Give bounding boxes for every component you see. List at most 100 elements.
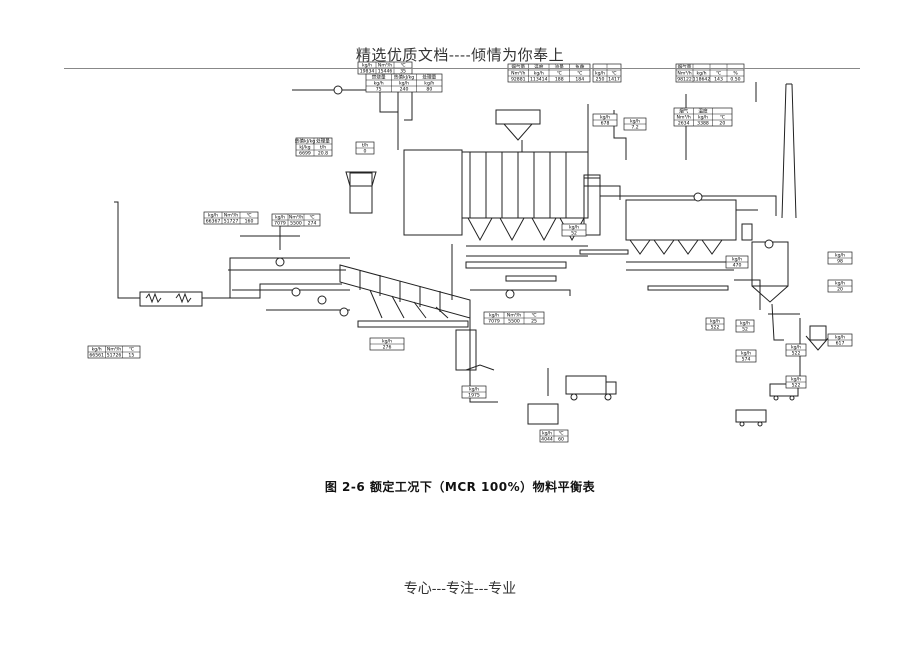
header-rule [64, 68, 860, 69]
table-header: kg/h [569, 225, 579, 231]
table-header: kg/h [469, 387, 479, 393]
table-unit: ℃ [720, 115, 725, 121]
table-value: 15446 [378, 69, 393, 75]
page-header: 精选优质文档----倾情为你奉上 [355, 46, 565, 64]
truck-symbols [527, 375, 799, 427]
table-value: 2634 [678, 121, 690, 127]
data-table-t_feed: t/h0 [355, 141, 375, 155]
table-value: 0.50 [730, 77, 740, 83]
table-header: 烟气量 [511, 64, 525, 71]
table-value: 678 [601, 121, 610, 127]
table-header: kg/h [600, 115, 610, 121]
table-value: 66367 [206, 219, 221, 225]
table-value: 470 [733, 263, 742, 269]
table-value: 522 [711, 325, 720, 331]
table-header: 热值kJ/kg [295, 138, 315, 145]
table-value: 52 [742, 327, 748, 333]
table-value: 92881 [511, 77, 526, 83]
table-header: 烟气量 [678, 64, 692, 71]
data-table-t_boil: kg/h52 [561, 223, 587, 237]
table-value: 113414 [530, 77, 548, 83]
table-unit: kg/h [424, 81, 434, 87]
table-header: Nm³/h [224, 213, 238, 219]
table-header: Nm³/h [507, 313, 521, 319]
table-value: 188 [555, 77, 564, 83]
table-unit: kg/h [399, 81, 409, 87]
table-header: Nm³/h [289, 215, 303, 221]
table-value: 20 [719, 121, 725, 127]
table-header: 处理量 [422, 74, 436, 81]
table-value: 274 [308, 221, 317, 227]
table-header: kg/h [791, 377, 801, 383]
table-value: 66561 [89, 353, 104, 359]
table-header: 热值kJ/kg [394, 74, 414, 81]
table-header: kg/h [835, 335, 845, 341]
table-header: 烟气 [679, 108, 689, 115]
table-header: kg/h [835, 281, 845, 287]
table-value: 522 [792, 351, 801, 357]
table-unit: % [733, 71, 738, 77]
grate-hopper [339, 171, 495, 371]
table-value: 5500 [508, 319, 520, 325]
air-heater [139, 291, 203, 307]
table-header: 温度 [534, 64, 544, 71]
table-header: 焚烧量 [372, 74, 386, 81]
table-header: kg/h [710, 319, 720, 325]
table-value: 5500 [290, 221, 302, 227]
table-value: 3388 [697, 121, 709, 127]
table-header: kg/h [208, 213, 218, 219]
table-value: 574 [742, 357, 751, 363]
table-unit: kJ/kg [299, 145, 310, 151]
reactor-and-bag-filter [579, 174, 737, 291]
table-value: 0 [364, 149, 367, 155]
table-header: ℃ [531, 313, 536, 319]
table-value: 184 [575, 77, 584, 83]
table-value: 522 [792, 383, 801, 389]
table-value: 7.2 [631, 125, 638, 131]
table-header: kg/h [489, 313, 499, 319]
table-value: 75 [376, 87, 382, 93]
table-value: 6699 [299, 151, 311, 157]
table-header: kg/h [732, 257, 742, 263]
table-value: 7079 [274, 221, 286, 227]
figure-caption: 图 2-6 额定工况下（MCR 100%）物料平衡表 [324, 480, 596, 494]
table-header: 负荷 [575, 64, 585, 71]
table-header: kg/h [741, 351, 751, 357]
table-header: ℃ [246, 213, 251, 219]
table-header: kg/h [835, 253, 845, 259]
table-value: 51727 [224, 219, 239, 225]
table-value: 51726 [107, 353, 122, 359]
table-value: 80 [426, 87, 432, 93]
table-header: ℃ [558, 431, 563, 437]
table-value: 617 [836, 341, 845, 347]
table-frame [365, 73, 443, 93]
table-unit: ℃ [716, 71, 721, 77]
table-value: 19834 [360, 69, 375, 75]
table-header: kg/h [362, 63, 372, 69]
table-unit: ℃ [577, 71, 582, 77]
table-value: 20.8 [318, 151, 328, 157]
table-unit: kg/h [534, 71, 544, 77]
fly-ash-silo [741, 223, 831, 351]
table-header: 流量 [555, 64, 565, 71]
table-header: kg/h [542, 431, 552, 437]
data-table-t_c1: kg/h52 [735, 319, 755, 333]
table-header: kg/h [791, 345, 801, 351]
table-value: 240 [400, 87, 409, 93]
table-unit: t/h [320, 145, 326, 151]
